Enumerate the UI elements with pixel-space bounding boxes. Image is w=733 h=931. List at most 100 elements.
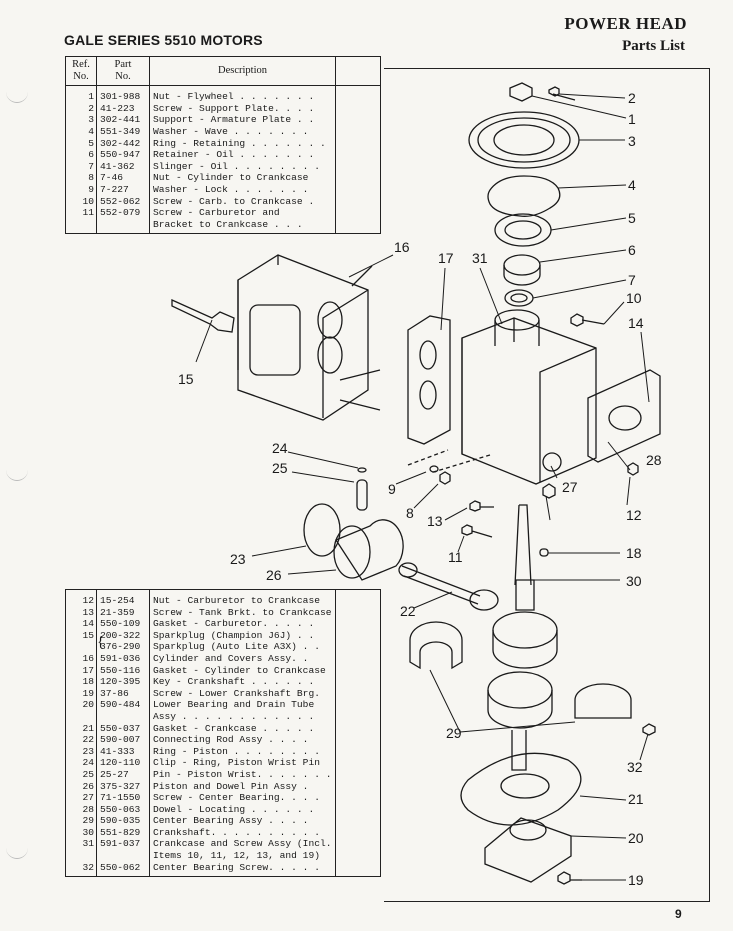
description-cell: Dowel - Locating . . . . . . xyxy=(149,803,336,816)
ref-no-cell: 13 xyxy=(65,606,97,619)
oil-retainer-part xyxy=(503,254,541,276)
callout-labels: 1 2 3 4 5 6 7 8 9 10 11 12 13 14 15 16 1… xyxy=(178,90,662,888)
description-header: Description xyxy=(149,56,336,87)
ref-no-cell: 3 xyxy=(65,114,97,126)
callout-32: 32 xyxy=(627,759,643,775)
callout-28: 28 xyxy=(646,452,662,468)
ref-no-cell xyxy=(65,710,97,723)
ref-no-cell: 1 xyxy=(65,85,97,103)
ref-no-cell: 15 xyxy=(65,629,97,642)
part-no-cell: 200-322 xyxy=(96,629,150,642)
ref-no-cell: 26 xyxy=(65,780,97,793)
ref-no-cell: 12 xyxy=(65,589,97,607)
part-no-cell: 551-829 xyxy=(96,826,150,839)
diagram-frame xyxy=(384,68,710,902)
part-no-cell: 301-988 xyxy=(96,85,150,103)
part-no-cell: 302-441 xyxy=(96,114,150,126)
ref-no-cell: 23 xyxy=(65,745,97,758)
part-no-cell: 7-227 xyxy=(96,183,150,196)
part-no-cell: 550-947 xyxy=(96,149,150,161)
ref-no-cell xyxy=(65,218,97,234)
ref-no-cell: 10 xyxy=(65,195,97,208)
description-cell: Crankcase and Screw Assy (Incl. xyxy=(149,838,336,851)
part-no-cell: 41-362 xyxy=(96,160,150,173)
ref-no-cell: 17 xyxy=(65,664,97,677)
ref-no-cell: 9 xyxy=(65,183,97,196)
ref-no-cell: 14 xyxy=(65,618,97,630)
part-no-header: Part No. xyxy=(96,56,150,87)
callout-11: 11 xyxy=(448,549,463,565)
ref-no-cell: 2 xyxy=(65,102,97,115)
description-cell: Nut - Flywheel . . . . . . . xyxy=(149,85,336,103)
part-no-cell: 41-223 xyxy=(96,102,150,115)
ref-no-cell: 21 xyxy=(65,722,97,735)
oil-slinger-part xyxy=(504,289,534,307)
center-bearing-half-part-2 xyxy=(574,683,632,719)
description-cell: Washer - Wave . . . . . . . xyxy=(149,125,336,138)
callout-12: 12 xyxy=(626,507,642,523)
part-no-cell: 550-037 xyxy=(96,722,150,735)
description-cell: Screw - Carb. to Crankcase . xyxy=(149,195,336,208)
description-cell: Gasket - Carburetor. . . . . xyxy=(149,618,336,630)
description-cell: Washer - Lock . . . . . . . xyxy=(149,183,336,196)
center-bearing-half-part xyxy=(409,621,463,670)
ref-no-cell: 19 xyxy=(65,687,97,700)
ref-no-cell: 28 xyxy=(65,803,97,816)
part-no-cell: 550-109 xyxy=(96,618,150,630)
part-no-cell xyxy=(96,218,150,234)
table-row: Assy . . . . . . . . . . . . xyxy=(65,710,381,723)
flywheel-nut-part xyxy=(509,82,533,102)
description-cell: Gasket - Cylinder to Crankcase xyxy=(149,664,336,677)
description-cell: Screw - Tank Brkt. to Crankcase xyxy=(149,606,336,619)
callout-9: 9 xyxy=(388,481,396,497)
table-row: Bracket to Crankcase . . . xyxy=(65,218,381,234)
part-no-cell: 552-062 xyxy=(96,195,150,208)
description-cell: Lower Bearing and Drain Tube xyxy=(149,699,336,711)
part-no-cell: 375-327 xyxy=(96,780,150,793)
description-cell: Sparkplug (Auto Lite A3X) . . xyxy=(149,641,336,653)
ref-no-cell: 24 xyxy=(65,757,97,769)
callout-13: 13 xyxy=(427,513,443,529)
lower-bearing-part xyxy=(484,817,572,883)
callout-3: 3 xyxy=(628,133,636,149)
callout-10: 10 xyxy=(626,290,642,306)
callout-16: 16 xyxy=(394,239,410,255)
callout-27: 27 xyxy=(562,479,578,495)
part-no-cell: 590-035 xyxy=(96,815,150,827)
description-cell: Gasket - Crankcase . . . . . xyxy=(149,722,336,735)
description-cell: Items 10, 11, 12, 13, and 19) xyxy=(149,850,336,862)
retaining-ring-part xyxy=(494,213,552,247)
part-no-cell: 7-46 xyxy=(96,172,150,184)
callout-20: 20 xyxy=(628,830,644,846)
description-cell: Assy . . . . . . . . . . . . xyxy=(149,710,336,723)
description-cell: Screw - Lower Crankshaft Brg. xyxy=(149,687,336,700)
part-no-cell: 15-254 xyxy=(96,589,150,607)
crankcase-part xyxy=(461,317,597,485)
page-subtitle: Parts List xyxy=(622,38,685,54)
wrist-pin-part xyxy=(356,479,368,511)
part-no-cell xyxy=(96,710,150,723)
callout-19: 19 xyxy=(628,872,644,888)
callout-24: 24 xyxy=(272,440,288,456)
ref-no-cell: 16 xyxy=(65,652,97,665)
description-cell: Cylinder and Covers Assy. . xyxy=(149,652,336,665)
